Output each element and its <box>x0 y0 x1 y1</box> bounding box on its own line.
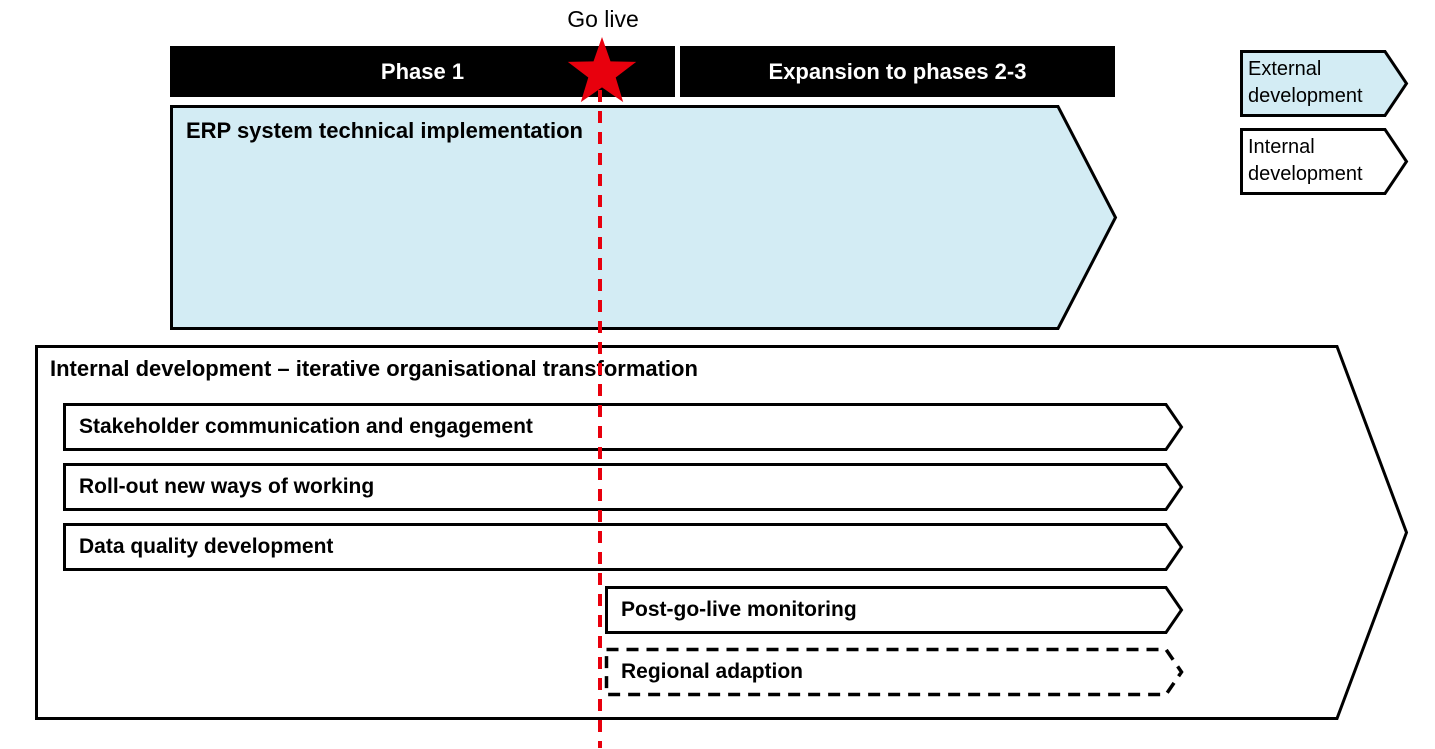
workstream-arrow-data-quality <box>63 523 1184 571</box>
internal-track-title: Internal development – iterative organis… <box>50 356 698 381</box>
external-development-arrow <box>170 105 1118 330</box>
workstream-label-rollout: Roll-out new ways of working <box>79 475 375 498</box>
legend-internal-shape <box>1240 128 1409 195</box>
workstream-label-data-quality: Data quality development <box>79 535 334 558</box>
workstream-arrow-regional-adaption <box>604 647 1184 697</box>
go-live-star-icon <box>566 36 638 108</box>
external-track-title: ERP system technical implementation <box>186 118 583 143</box>
workstream-label-regional-adaption: Regional adaption <box>621 660 804 683</box>
legend-external-shape <box>1240 50 1409 117</box>
phase-2-3-label: Expansion to phases 2-3 <box>768 58 1027 84</box>
workstream-label-post-go-live: Post-go-live monitoring <box>621 598 857 621</box>
legend-external-label: External development <box>1248 58 1363 107</box>
workstream-label-stakeholder: Stakeholder communication and engagement <box>79 415 533 438</box>
legend-internal-label: Internal development <box>1248 136 1363 185</box>
go-live-dashed-line <box>598 90 602 748</box>
workstream-arrow-rollout <box>63 463 1184 511</box>
workstream-arrow-stakeholder <box>63 403 1184 451</box>
phase-1-label: Phase 1 <box>380 58 465 84</box>
phase-2-3-bar: Expansion to phases 2-3 <box>680 46 1115 97</box>
workstream-arrow-post-go-live <box>605 586 1184 634</box>
go-live-label: Go live <box>567 6 639 32</box>
